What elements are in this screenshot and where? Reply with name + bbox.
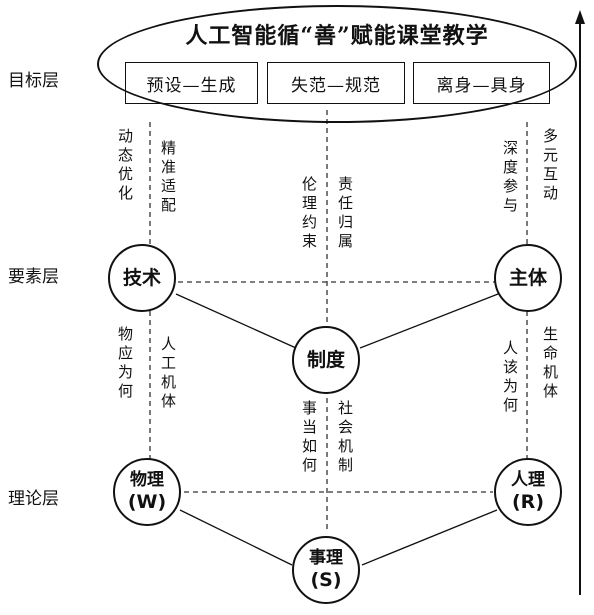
node-tech-label: 技术 (122, 266, 161, 289)
node-shili-name: 事理 (309, 548, 343, 569)
goal-box-1: 预设—生成 (125, 62, 258, 104)
text-precise-fit: 精准适配 (159, 140, 177, 216)
line-shili-renli (361, 509, 498, 566)
node-tech: 技术 (108, 244, 176, 312)
node-subject-label: 主体 (508, 266, 547, 289)
goal-title: 人工智能循“善”赋能课堂教学 (185, 23, 489, 49)
node-subject: 主体 (494, 244, 562, 312)
node-wuli-code: (W) (127, 490, 167, 513)
node-system-label: 制度 (306, 348, 345, 371)
goal-ellipse (97, 5, 577, 123)
node-renli-code: (R) (512, 490, 544, 513)
goal-box-2: 失范—规范 (267, 62, 405, 104)
node-wuli-name: 物理 (130, 470, 164, 491)
node-wuli: 物理 (W) (113, 458, 181, 526)
text-person-how: 人该为何 (501, 340, 519, 416)
text-multi-inter: 多元互动 (541, 128, 559, 204)
text-ai-body: 人工机体 (159, 336, 177, 412)
upward-arrow-head (575, 10, 585, 24)
node-renli: 人理 (R) (494, 458, 562, 526)
line-wuli-shili (179, 509, 293, 566)
text-matter-how: 事当如何 (300, 400, 318, 476)
text-obj-how: 物应为何 (116, 326, 134, 402)
node-shili: 事理 (S) (292, 536, 360, 604)
goal-box-3: 离身—具身 (413, 62, 550, 104)
node-renli-name: 人理 (511, 470, 545, 491)
layer-label-theory: 理论层 (8, 489, 59, 509)
text-dynamic-opt: 动态优化 (116, 128, 134, 204)
text-social-mech: 社会机制 (336, 400, 354, 476)
text-ethic-bound: 伦理约束 (300, 176, 318, 252)
text-life-body: 生命机体 (541, 326, 559, 402)
line-tech-system (175, 293, 297, 349)
layer-label-element: 要素层 (8, 267, 59, 287)
text-resp-attr: 责任归属 (336, 176, 354, 252)
layer-label-goal: 目标层 (8, 71, 59, 91)
text-deep-part: 深度参与 (501, 140, 519, 216)
node-system: 制度 (292, 326, 360, 394)
line-system-subject (359, 293, 499, 349)
node-shili-code: (S) (310, 568, 342, 591)
